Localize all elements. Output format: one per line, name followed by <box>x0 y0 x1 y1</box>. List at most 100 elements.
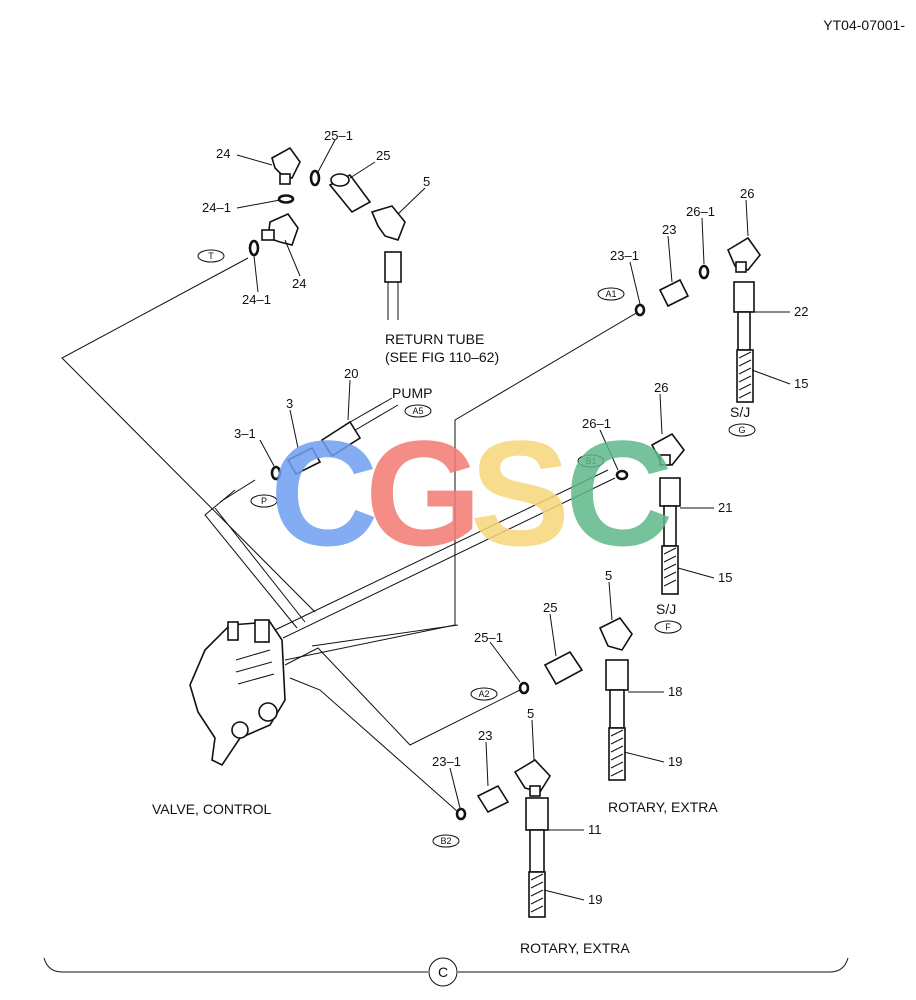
return-tube <box>384 251 402 320</box>
part-label: 3–1 <box>234 426 256 441</box>
part-label: 26 <box>654 380 668 395</box>
part-label: 25 <box>543 600 557 615</box>
watermark: C G S C <box>270 409 673 577</box>
port-tag-p: P <box>250 494 278 508</box>
part-label: 23 <box>478 728 492 743</box>
o-ring-24-1-lower <box>248 239 260 257</box>
part-label: 23–1 <box>432 754 461 769</box>
o-ring-26-1-mid <box>615 469 629 481</box>
part-label: 25–1 <box>474 630 503 645</box>
hose-19-lower <box>528 871 546 918</box>
caption-pump: PUMP <box>392 385 432 401</box>
svg-text:T: T <box>208 251 214 261</box>
caption-rotary-extra-upper: ROTARY, EXTRA <box>608 799 718 815</box>
svg-text:B2: B2 <box>440 836 451 846</box>
part-label: 5 <box>605 568 612 583</box>
watermark-letter-3: S <box>470 409 570 577</box>
svg-text:A5: A5 <box>412 406 423 416</box>
watermark-letter-1: C <box>270 409 378 577</box>
port-tag-a1: A1 <box>597 287 625 301</box>
adapter-25-upper <box>328 173 372 214</box>
caption-return-tube: RETURN TUBE <box>385 331 484 347</box>
port-tag-f: F <box>654 620 682 634</box>
part-label: 25–1 <box>324 128 353 143</box>
routing-lines <box>61 257 639 813</box>
caption-rotary-extra-lower: ROTARY, EXTRA <box>520 940 630 956</box>
elbow-fitting-26-upper <box>726 236 762 273</box>
port-tag-a2: A2 <box>470 687 498 701</box>
svg-text:A1: A1 <box>605 289 616 299</box>
part-label: 24–1 <box>202 200 231 215</box>
part-label: 20 <box>344 366 358 381</box>
part-label: 23–1 <box>610 248 639 263</box>
part-label: 15 <box>718 570 732 585</box>
document-code: YT04-07001- <box>823 17 905 33</box>
hose-15-upper <box>736 349 754 403</box>
watermark-letter-2: G <box>365 409 482 577</box>
control-valve-body <box>189 619 286 767</box>
port-tag-g: G <box>728 423 756 437</box>
adapter-23-lower <box>476 784 510 814</box>
svg-text:B1: B1 <box>585 456 596 466</box>
svg-text:A2: A2 <box>478 689 489 699</box>
connector-3 <box>286 446 322 476</box>
hose-fitting-11 <box>525 797 549 873</box>
part-label: 5 <box>527 706 534 721</box>
part-label: 5 <box>423 174 430 189</box>
section-brace: C <box>43 957 849 987</box>
o-ring-25-1-upper <box>309 169 321 187</box>
watermark-letter-4: C <box>565 409 673 577</box>
elbow-fitting-5-lower <box>513 758 552 797</box>
svg-text:G: G <box>738 425 745 435</box>
hose-19-mid <box>608 727 626 781</box>
part-label: 24–1 <box>242 292 271 307</box>
adapter-25-lower <box>543 650 584 686</box>
part-label: 24 <box>292 276 306 291</box>
port-tag-b1: B1 <box>577 454 605 468</box>
part-label: 19 <box>668 754 682 769</box>
o-ring-23-1-upper <box>634 303 646 317</box>
port-tag-a5: A5 <box>404 404 432 418</box>
hose-fitting-22 <box>733 281 755 351</box>
part-label: 19 <box>588 892 602 907</box>
port-tags: T A1 A5 P B1 G F A2 <box>197 249 756 848</box>
part-label: 21 <box>718 500 732 515</box>
elbow-fitting-5-upper <box>370 205 406 241</box>
elbow-fitting-26-mid <box>650 432 686 466</box>
hose-fitting-21 <box>659 477 681 547</box>
hose-fitting-18 <box>605 659 629 729</box>
caption-valve-control: VALVE, CONTROL <box>152 801 272 817</box>
leader-lines <box>236 139 791 901</box>
port-tag-b2: B2 <box>432 834 460 848</box>
o-ring-26-1-upper <box>698 264 710 280</box>
section-letter: C <box>438 964 448 980</box>
adapter-23-upper <box>658 278 690 308</box>
elbow-fitting-24-upper <box>271 146 301 185</box>
section-circle <box>428 957 458 987</box>
port-tag-t: T <box>197 249 225 263</box>
o-ring-3-1 <box>270 465 282 481</box>
part-label: 25 <box>376 148 390 163</box>
part-label: 15 <box>794 376 808 391</box>
o-ring-24-1-upper <box>277 194 295 204</box>
caption-sj-mid: S/J <box>656 601 676 617</box>
part-label: 23 <box>662 222 676 237</box>
part-label: 24 <box>216 146 230 161</box>
captions: RETURN TUBE (SEE FIG 110–62) PUMP S/J S/… <box>152 331 750 956</box>
svg-text:F: F <box>665 622 671 632</box>
part-label: 11 <box>588 822 602 837</box>
part-label: 22 <box>794 304 808 319</box>
o-ring-25-1-lower <box>518 681 530 695</box>
pump-tube-20 <box>320 397 399 458</box>
caption-return-tube-ref: (SEE FIG 110–62) <box>385 349 499 365</box>
part-label: 26–1 <box>582 416 611 431</box>
part-label: 3 <box>286 396 293 411</box>
part-label: 26 <box>740 186 754 201</box>
part-label: 26–1 <box>686 204 715 219</box>
elbow-fitting-24-lower <box>261 213 299 246</box>
svg-text:P: P <box>261 496 267 506</box>
elbow-fitting-5-mid <box>598 616 633 651</box>
part-label: 18 <box>668 684 682 699</box>
caption-sj-upper: S/J <box>730 404 750 420</box>
